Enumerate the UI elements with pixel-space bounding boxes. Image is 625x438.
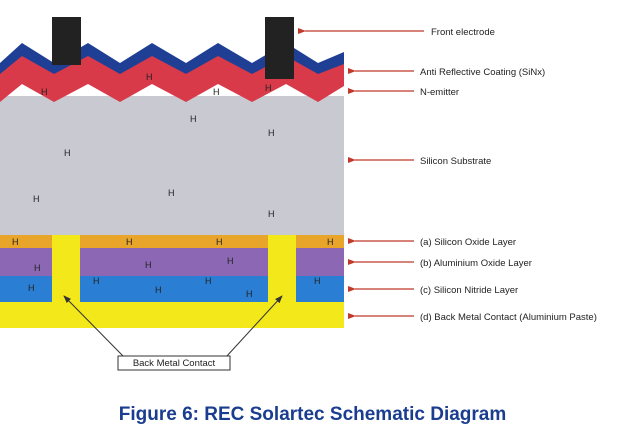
callout-line-left bbox=[63, 295, 125, 358]
label-back-metal: (d) Back Metal Contact (Aluminium Paste) bbox=[420, 312, 597, 323]
hydrogen-atom: H bbox=[64, 148, 71, 158]
hydrogen-atom: H bbox=[213, 87, 220, 97]
hydrogen-atom: H bbox=[33, 194, 40, 204]
label-silicon-substrate: Silicon Substrate bbox=[420, 156, 491, 167]
front-electrode-left bbox=[52, 17, 81, 65]
hydrogen-atom: H bbox=[155, 285, 162, 295]
hydrogen-atom: H bbox=[190, 114, 197, 124]
label-anti-reflective: Anti Reflective Coating (SiNx) bbox=[420, 67, 545, 78]
hydrogen-atom: H bbox=[126, 237, 133, 247]
hydrogen-atom: H bbox=[12, 237, 19, 247]
back-metal-contact-layer bbox=[0, 302, 344, 328]
hydrogen-atom: H bbox=[268, 209, 275, 219]
callout-line-right bbox=[225, 295, 283, 358]
hydrogen-atom: H bbox=[28, 283, 35, 293]
hydrogen-atom: H bbox=[246, 289, 253, 299]
hydrogen-atom: H bbox=[268, 128, 275, 138]
hydrogen-atom: H bbox=[265, 83, 272, 93]
back-contact-via-right bbox=[268, 235, 296, 305]
hydrogen-atom: H bbox=[327, 237, 334, 247]
hydrogen-atom: H bbox=[314, 276, 321, 286]
label-silicon-nitride: (c) Silicon Nitride Layer bbox=[420, 285, 518, 296]
hydrogen-atom: H bbox=[41, 87, 48, 97]
n-emitter-layer bbox=[0, 56, 344, 102]
front-electrode-right bbox=[265, 17, 294, 79]
hydrogen-atom: H bbox=[93, 276, 100, 286]
hydrogen-atom: H bbox=[205, 276, 212, 286]
hydrogen-atom: H bbox=[145, 260, 152, 270]
figure-caption: Figure 6: REC Solartec Schematic Diagram bbox=[118, 404, 507, 425]
label-n-emitter: N-emitter bbox=[420, 87, 459, 98]
back-contact-callout-box bbox=[117, 355, 231, 371]
back-contact-callout-text: Back Metal Contact bbox=[133, 358, 216, 369]
hydrogen-atom: H bbox=[168, 188, 175, 198]
back-contact-via-left bbox=[52, 235, 80, 305]
silicon-oxide-layer bbox=[0, 235, 344, 248]
hydrogen-atom: H bbox=[146, 72, 153, 82]
label-front-electrode: Front electrode bbox=[431, 27, 495, 38]
hydrogen-atom: H bbox=[216, 237, 223, 247]
hydrogen-atom: H bbox=[34, 263, 41, 273]
hydrogen-atom: H bbox=[227, 256, 234, 266]
label-silicon-oxide: (a) Silicon Oxide Layer bbox=[420, 237, 516, 248]
silicon-substrate-layer bbox=[0, 96, 344, 236]
label-aluminium-oxide: (b) Aluminium Oxide Layer bbox=[420, 258, 532, 269]
